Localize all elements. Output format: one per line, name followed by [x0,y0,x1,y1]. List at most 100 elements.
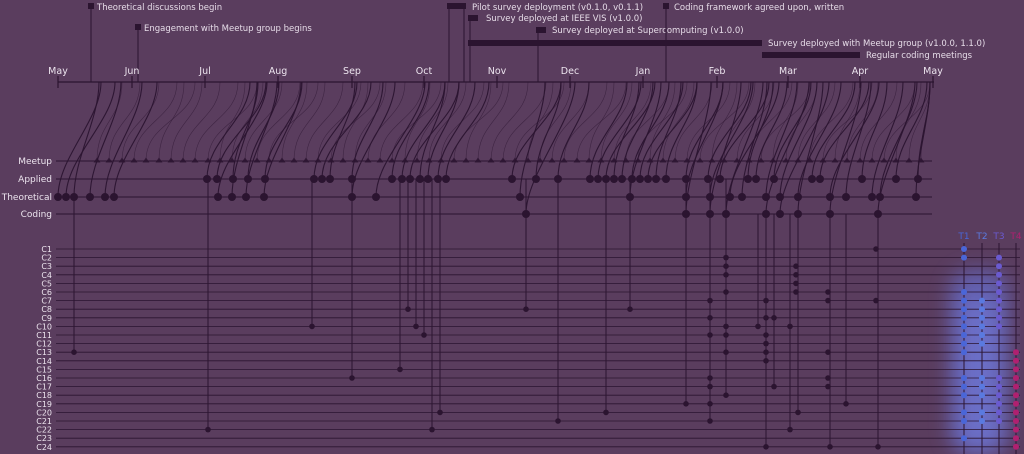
code-marker [825,297,831,304]
connector-curve [908,81,931,162]
code-marker [627,306,633,313]
theoretical-marker [54,193,62,201]
code-marker [787,323,793,330]
connector-curve [231,81,264,162]
connector-curve [113,81,158,198]
theme-marker [979,392,985,399]
code-label: C9 [41,314,52,323]
code-marker [723,332,729,338]
connector-curve [772,81,799,162]
theme-marker [979,409,985,416]
connector-curve [686,81,731,162]
theme-marker [996,400,1002,407]
theoretical-marker [868,193,876,201]
code-label: C18 [36,391,52,400]
meetup-marker [216,157,224,163]
meetup-marker [819,157,827,163]
meetup-marker [339,157,347,163]
meetup-marker [769,157,777,163]
code-marker [603,409,609,416]
theoretical-marker [260,193,268,201]
code-label: C20 [36,408,52,417]
code-marker [755,323,761,330]
event-meetup-engagement: Engagement with Meetup group begins [135,24,312,82]
connector-curve [305,81,344,162]
theme-marker [979,297,985,304]
theme-marker [1013,409,1019,416]
connector-curve [647,81,698,180]
connector-curve [379,81,424,162]
code-marker [413,323,419,330]
code-marker [683,401,689,407]
theme-marker [961,306,967,313]
connector-curve [244,81,283,162]
theoretical-marker [842,193,850,201]
connector-curve [613,81,652,162]
applied-marker [618,175,626,183]
code-marker [707,315,713,321]
theme-marker [1013,443,1019,450]
applied-marker [406,175,414,183]
code-marker [723,289,729,295]
code-marker [873,246,879,252]
theme-marker [961,246,967,252]
theme-marker [996,409,1002,416]
theme-marker [961,332,967,338]
month-label: Dec [561,66,579,77]
connector-curve [797,81,824,215]
event-label: Survey deployed at Supercomputing (v1.0.… [552,26,744,36]
code-label: C4 [41,271,52,280]
event-annotations: Theoretical discussions begin Engagement… [88,3,985,82]
theme-marker [996,383,1002,390]
code-marker [763,358,769,364]
theme-marker [961,383,967,390]
meetup-marker [278,157,286,163]
meetup-marker [474,157,482,163]
theoretical-marker [826,193,834,201]
meetup-marker [253,157,261,163]
applied-marker [628,175,636,183]
connector-curve [605,81,656,180]
connector-curve [437,81,476,180]
meetup-marker [708,157,716,163]
connector-curve [121,81,160,162]
event-label: Theoretical discussions begin [96,3,222,13]
code-label: C1 [41,245,52,254]
meetup-marker [302,157,310,163]
code-marker [707,418,713,424]
code-marker [205,426,211,433]
connector-curve [797,81,842,198]
month-label: May [48,66,68,77]
meetup-marker [314,157,322,163]
connector-curve [217,81,268,198]
theoretical-marker [762,193,770,201]
theme-marker [996,271,1002,278]
meetup-marker [733,157,741,163]
theme-marker [996,297,1002,304]
connector-curve [871,81,916,162]
connector-curve [589,81,628,180]
meetup-marker [487,157,495,163]
connector-curve [317,81,362,162]
connector-curve [89,81,122,198]
connector-curve [707,81,752,180]
meetup-marker [511,157,519,163]
month-label: Feb [709,66,726,77]
connector-curve [631,81,670,180]
meetup-marker [856,157,864,163]
connector-curve [206,81,251,180]
meetup-marker [376,157,384,163]
meetup-marker [290,157,298,163]
theme-marker [961,323,967,330]
event-label: Regular coding meetings [866,51,973,61]
meetup-marker [179,157,187,163]
meetup-marker [917,157,925,163]
applied-marker [310,175,318,183]
connector-curve [861,81,888,180]
theoretical-marker [516,193,524,201]
theme-marker [996,254,1002,261]
event-theoretical-discussions: Theoretical discussions begin [88,3,222,82]
